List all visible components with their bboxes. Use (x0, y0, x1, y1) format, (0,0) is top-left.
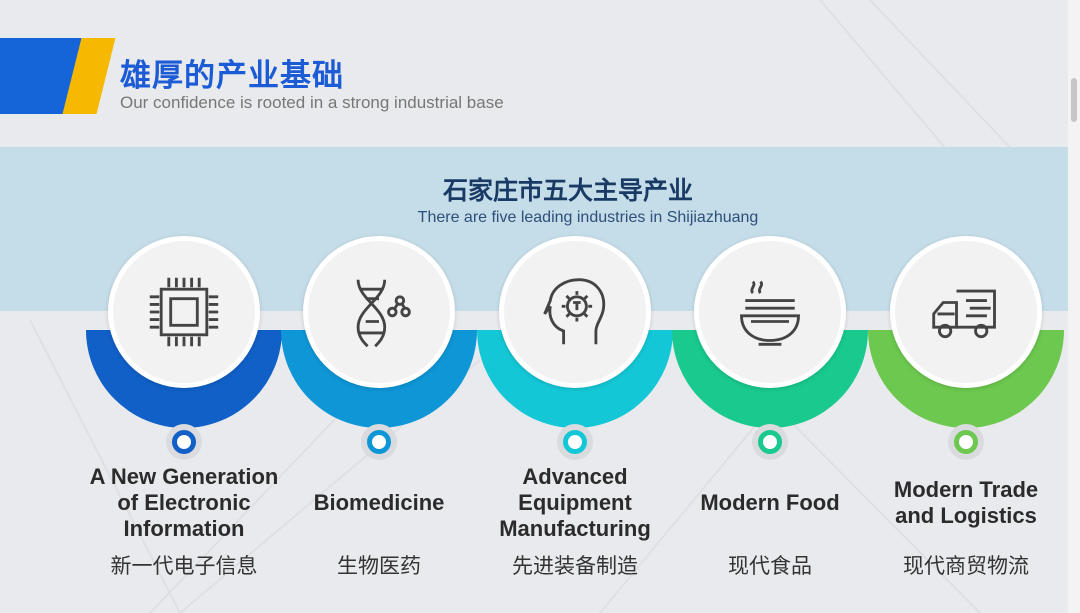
industry-icon-circle (499, 236, 651, 388)
industry-dot (172, 430, 196, 454)
head-gear-icon (543, 278, 606, 345)
industry-name-zh: 生物医药 (337, 554, 421, 578)
industry-connector (572, 405, 577, 431)
industry-name-zh: 现代食品 (728, 554, 812, 578)
industry-name-en: Modern Trade and Logistics (893, 477, 1039, 528)
industry-name-en: A New Generation of Electronic Informati… (89, 464, 279, 541)
industry-dot (367, 430, 391, 454)
industry-name-zh: 先进装备制造 (512, 554, 638, 578)
banner-subtitle: There are five leading industries in Shi… (417, 209, 759, 226)
industry-icon-circle (890, 236, 1042, 388)
industry-name-zh: 新一代电子信息 (110, 554, 258, 578)
banner-title: 石家庄市五大主导产业 (442, 176, 693, 205)
industry-connector (767, 405, 772, 431)
page-title: 雄厚的产业基础 (120, 58, 344, 94)
industry-trade-logistics: Modern Trade and Logistics 现代商贸物流 (868, 232, 1064, 582)
industry-modern-food: Modern Food 现代食品 (672, 232, 868, 582)
noodle-bowl-icon (740, 280, 800, 346)
industry-connector (376, 405, 381, 431)
industry-icon-circle (303, 236, 455, 388)
delivery-truck-icon (932, 289, 996, 339)
industry-icon-circle (694, 236, 846, 388)
page-subtitle: Our confidence is rooted in a strong ind… (120, 93, 504, 112)
industry-advanced-equipment: Advanced Equipment Manufacturing 先进装备制造 (477, 232, 673, 582)
industry-electronic-information: A New Generation of Electronic Informati… (86, 232, 282, 582)
dna-icon (356, 279, 411, 348)
industry-dot (563, 430, 587, 454)
page-scrollbar[interactable] (1068, 0, 1080, 613)
industry-connector (181, 405, 186, 431)
scrollbar-thumb[interactable] (1071, 78, 1077, 122)
industry-name-en: Advanced Equipment Manufacturing (499, 464, 651, 541)
industry-name-en: Modern Food (700, 490, 840, 515)
industry-name-en: Biomedicine (313, 490, 445, 515)
chip-icon (149, 277, 219, 347)
industry-icon-circle (108, 236, 260, 388)
industry-dot (758, 430, 782, 454)
industry-biomedicine: Biomedicine 生物医药 (281, 232, 477, 582)
industry-connector (963, 405, 968, 431)
industry-dot (954, 430, 978, 454)
industry-name-zh: 现代商贸物流 (903, 554, 1029, 578)
